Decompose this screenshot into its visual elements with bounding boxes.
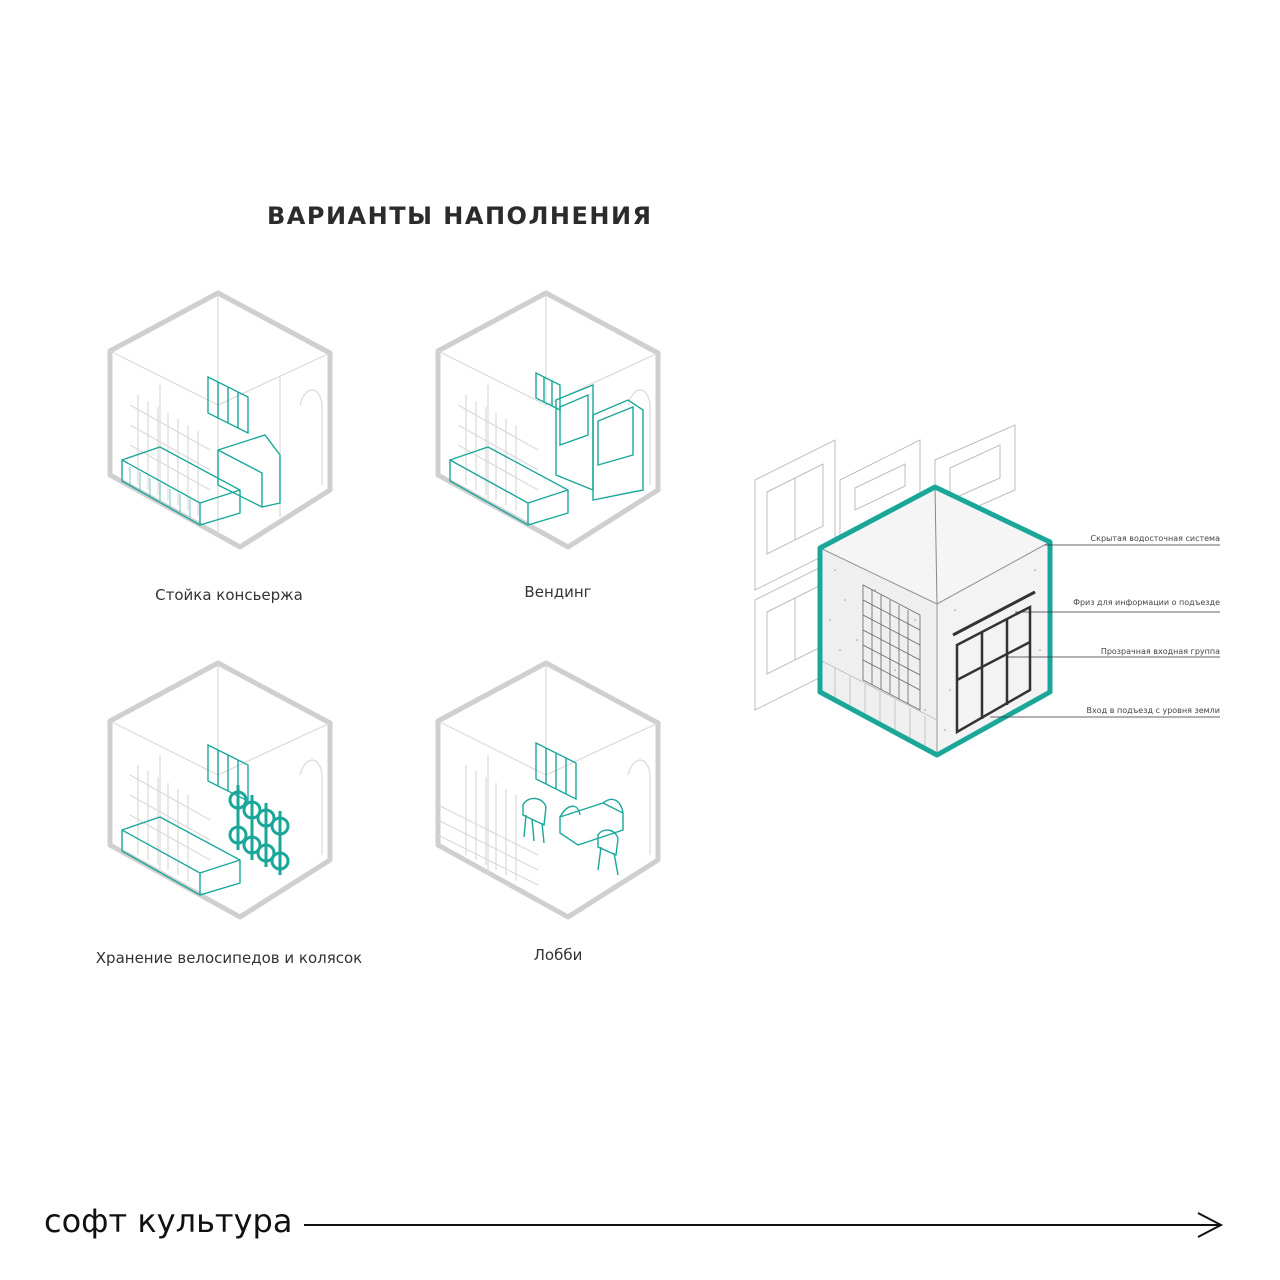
concierge-variant-diagram bbox=[107, 290, 333, 550]
lobby-caption: Лобби bbox=[533, 946, 583, 964]
callout-ground-level-entry: Вход в подъезд с уровня земли bbox=[1086, 706, 1220, 715]
brand-logo-text: софт культура bbox=[44, 1202, 293, 1240]
arrow-right-icon bbox=[304, 1212, 1224, 1238]
callout-hidden-drainage: Скрытая водосточная система bbox=[1090, 534, 1220, 543]
lobby-variant-diagram bbox=[435, 660, 661, 920]
bike-storage-variant-diagram bbox=[107, 660, 333, 920]
entrance-block-diagram bbox=[754, 424, 1220, 758]
callout-transparent-entrance: Прозрачная входная группа bbox=[1100, 647, 1220, 656]
concierge-caption: Стойка консьержа bbox=[155, 586, 303, 604]
vending-variant-diagram bbox=[435, 290, 661, 550]
page-title: ВАРИАНТЫ НАПОЛНЕНИЯ bbox=[267, 202, 653, 230]
vending-caption: Вендинг bbox=[524, 583, 592, 601]
callout-info-frieze: Фриз для информации о подъезде bbox=[1073, 598, 1220, 607]
bike-storage-caption: Хранение велосипедов и колясок bbox=[95, 949, 363, 967]
